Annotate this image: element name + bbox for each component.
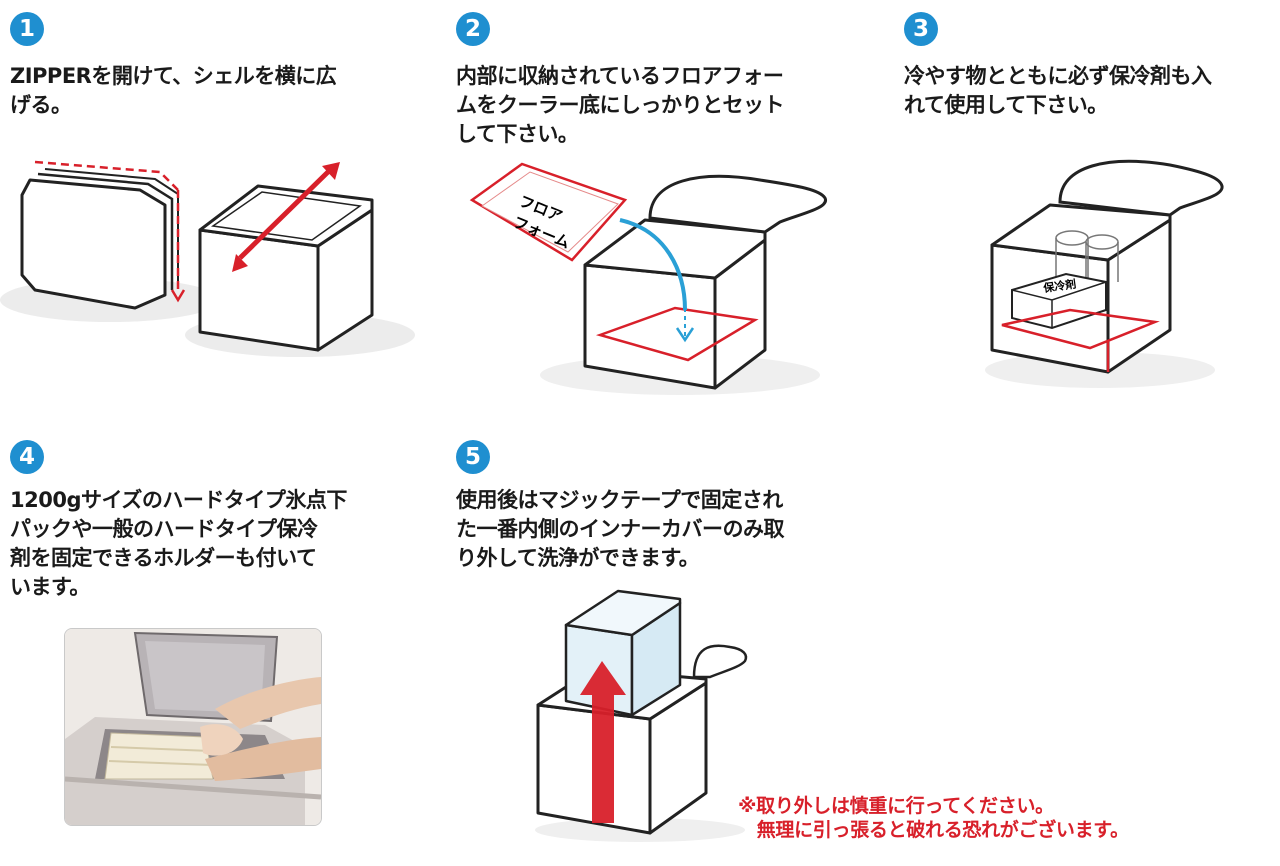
ice-pack-holder-photo — [64, 628, 322, 826]
step-2-badge: 2 — [456, 12, 490, 46]
step-2-text: 内部に収納されているフロアフォー ムをクーラー底にしっかりとセット して下さい。 — [456, 64, 785, 146]
step-5-text: 使用後はマジックテープで固定され た一番内側のインナーカバーのみ取 り外して洗浄… — [456, 488, 785, 570]
step-3-badge: 3 — [904, 12, 938, 46]
step-1-text: ZIPPERを開けて、シェルを横に広 げる。 — [10, 64, 337, 117]
step-4-badge: 4 — [10, 440, 44, 474]
step-3-text: 冷やす物とともに必ず保冷剤も入 れて使用して下さい。 — [904, 64, 1212, 117]
step-2-illustration: フロア フォーム — [469, 162, 827, 395]
step-1-illustration — [0, 160, 415, 357]
ice-pack-label: 保冷剤 — [1041, 277, 1077, 296]
caution-note: ※取り外しは慎重に行ってください。 無理に引っ張ると破れる恐れがございます。 — [738, 795, 1129, 841]
step-5-badge: 5 — [456, 440, 490, 474]
step-4-text: 1200gサイズのハードタイプ氷点下 パックや一般のハードタイプ保冷 剤を固定で… — [10, 488, 347, 599]
step-1-badge: 1 — [10, 12, 44, 46]
step-3-illustration: 保冷剤 — [985, 159, 1224, 388]
step-5-illustration — [535, 589, 748, 842]
